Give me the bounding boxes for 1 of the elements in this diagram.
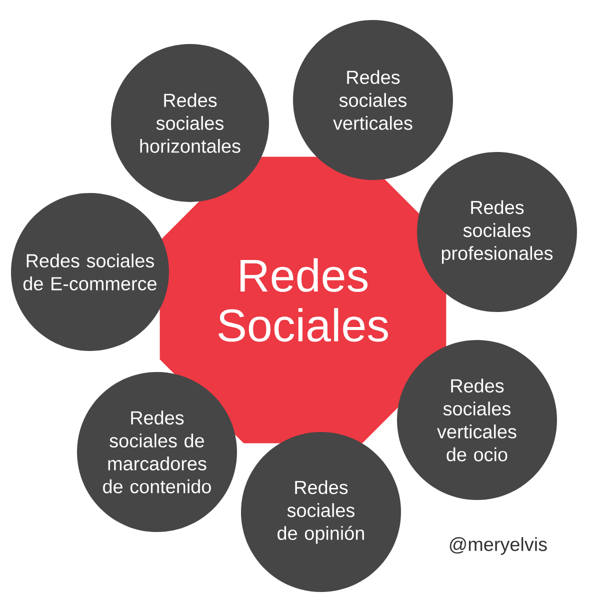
handle-text: @meryelvis [450, 537, 547, 555]
